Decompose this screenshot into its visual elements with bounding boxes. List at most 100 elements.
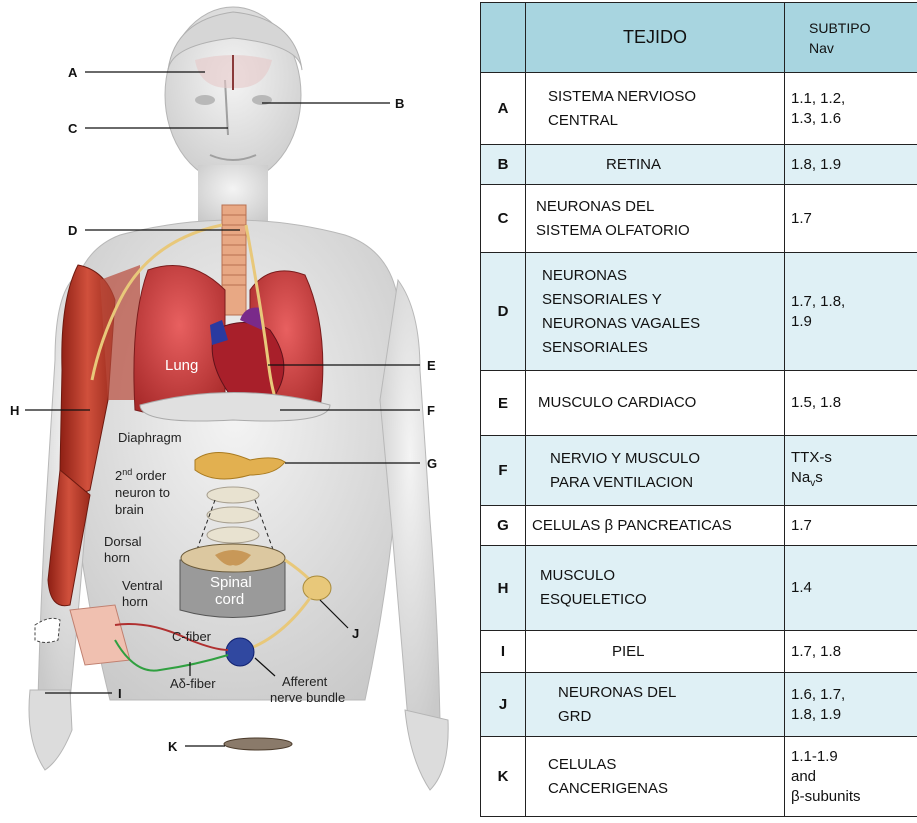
subtype-line: 1.8, 1.9 bbox=[791, 705, 917, 725]
row-subtype: 1.1-1.9 and β-subunits bbox=[785, 737, 917, 817]
cancer-cells bbox=[224, 738, 292, 750]
label-f: F bbox=[427, 403, 435, 418]
tissue-line: CENTRAL bbox=[548, 109, 784, 133]
row-letter: B bbox=[481, 145, 526, 185]
subtype-na: Na bbox=[791, 469, 810, 486]
row-tissue: MUSCULO ESQUELETICO bbox=[526, 546, 785, 631]
row-subtype: TTX-s Navs bbox=[785, 436, 917, 506]
subtype-s: s bbox=[815, 469, 823, 486]
subtype-line: 1.6, 1.7, bbox=[791, 685, 917, 705]
row-letter: D bbox=[481, 253, 526, 371]
ventral-horn-label: Ventral bbox=[122, 578, 163, 593]
tissue-line: RETINA bbox=[606, 153, 784, 177]
tissue-line: ESQUELETICO bbox=[540, 588, 784, 612]
row-tissue: NEURONAS DEL SISTEMA OLFATORIO bbox=[526, 185, 785, 253]
subtype-line: 1.5, 1.8 bbox=[791, 393, 917, 413]
subtype-line: 1.7, 1.8, bbox=[791, 292, 917, 312]
row-subtype: 1.6, 1.7, 1.8, 1.9 bbox=[785, 673, 917, 737]
tissue-line: GRD bbox=[558, 705, 784, 729]
table-row: A SISTEMA NERVIOSO CENTRAL 1.1, 1.2, 1.3… bbox=[481, 73, 917, 145]
tissue-line: MUSCULO CARDIACO bbox=[538, 391, 784, 415]
row-tissue: MUSCULO CARDIACO bbox=[526, 371, 785, 436]
row-tissue: NEURONAS SENSORIALES Y NEURONAS VAGALES … bbox=[526, 253, 785, 371]
header-subtipo-line1: SUBTIPO bbox=[809, 18, 917, 38]
table-row: D NEURONAS SENSORIALES Y NEURONAS VAGALE… bbox=[481, 253, 917, 371]
row-letter: E bbox=[481, 371, 526, 436]
row-letter: H bbox=[481, 546, 526, 631]
row-letter: C bbox=[481, 185, 526, 253]
table-row: I PIEL 1.7, 1.8 bbox=[481, 631, 917, 673]
table-row: E MUSCULO CARDIACO 1.5, 1.8 bbox=[481, 371, 917, 436]
anatomy-figure: A B C D E H F G J I K Lung Diaphragm 2nd… bbox=[0, 0, 470, 823]
subtype-line: Navs bbox=[791, 468, 917, 494]
tissue-line: PARA VENTILACION bbox=[550, 471, 784, 495]
row-subtype: 1.1, 1.2, 1.3, 1.6 bbox=[785, 73, 917, 145]
tissue-line: SENSORIALES Y bbox=[542, 288, 784, 312]
subtype-line: 1.1, 1.2, bbox=[791, 89, 917, 109]
tissue-line: NERVIO Y MUSCULO bbox=[550, 447, 784, 471]
subtype-line: 1.7, 1.8 bbox=[791, 642, 917, 662]
label-j: J bbox=[352, 626, 359, 641]
tissue-line: CANCERIGENAS bbox=[548, 777, 784, 801]
c-fiber-label: C-fiber bbox=[172, 629, 212, 644]
header-subtipo-line2: Nav bbox=[809, 38, 917, 58]
row-tissue: RETINA bbox=[526, 145, 785, 185]
row-tissue: PIEL bbox=[526, 631, 785, 673]
header-subtipo: SUBTIPO Nav bbox=[785, 3, 917, 73]
second-order-label-3: brain bbox=[115, 502, 144, 517]
table-body: A SISTEMA NERVIOSO CENTRAL 1.1, 1.2, 1.3… bbox=[481, 73, 917, 817]
table-row: B RETINA 1.8, 1.9 bbox=[481, 145, 917, 185]
table-row: C NEURONAS DEL SISTEMA OLFATORIO 1.7 bbox=[481, 185, 917, 253]
header-tejido: TEJIDO bbox=[526, 3, 785, 73]
label-b: B bbox=[395, 96, 404, 111]
row-tissue: NEURONAS DEL GRD bbox=[526, 673, 785, 737]
ad-fiber-label: Aδ-fiber bbox=[170, 676, 216, 691]
tissue-line: NEURONAS DEL bbox=[536, 195, 784, 219]
spinal-cord-label: Spinal bbox=[210, 574, 252, 591]
row-letter: I bbox=[481, 631, 526, 673]
label-e: E bbox=[427, 358, 436, 373]
subtype-line: TTX-s bbox=[791, 448, 917, 468]
tissue-line: CELULAS bbox=[548, 753, 784, 777]
subtype-line: β-subunits bbox=[791, 787, 917, 807]
label-k: K bbox=[168, 739, 178, 754]
table-row: K CELULAS CANCERIGENAS 1.1-1.9 and β-sub… bbox=[481, 737, 917, 817]
label-h: H bbox=[10, 403, 19, 418]
table-row: F NERVIO Y MUSCULO PARA VENTILACION TTX-… bbox=[481, 436, 917, 506]
nav-subtype-table: TEJIDO SUBTIPO Nav A SISTEMA NERVIOSO CE… bbox=[480, 2, 915, 817]
row-tissue: NERVIO Y MUSCULO PARA VENTILACION bbox=[526, 436, 785, 506]
tissue-line: CELULAS β PANCREATICAS bbox=[532, 514, 784, 538]
subtype-line: and bbox=[791, 767, 917, 787]
row-letter: K bbox=[481, 737, 526, 817]
table-row: H MUSCULO ESQUELETICO 1.4 bbox=[481, 546, 917, 631]
header-letter bbox=[481, 3, 526, 73]
subtype-line: 1.3, 1.6 bbox=[791, 109, 917, 129]
tissue-table: TEJIDO SUBTIPO Nav A SISTEMA NERVIOSO CE… bbox=[480, 2, 917, 817]
lung-label: Lung bbox=[165, 357, 198, 374]
tissue-line: SISTEMA NERVIOSO bbox=[548, 85, 784, 109]
subtype-line: 1.1-1.9 bbox=[791, 747, 917, 767]
spinal-cord-label-2: cord bbox=[215, 591, 244, 608]
row-subtype: 1.4 bbox=[785, 546, 917, 631]
tissue-line: PIEL bbox=[612, 640, 784, 664]
vertebrae bbox=[207, 487, 259, 543]
row-subtype: 1.8, 1.9 bbox=[785, 145, 917, 185]
row-subtype: 1.7, 1.8 bbox=[785, 631, 917, 673]
afferent-bundle bbox=[226, 638, 254, 666]
row-subtype: 1.7 bbox=[785, 506, 917, 546]
row-subtype: 1.5, 1.8 bbox=[785, 371, 917, 436]
anatomy-illustration: A B C D E H F G J I K Lung Diaphragm 2nd… bbox=[0, 0, 470, 823]
tissue-line: MUSCULO bbox=[540, 564, 784, 588]
tissue-line: NEURONAS VAGALES bbox=[542, 312, 784, 336]
subtype-line: 1.7 bbox=[791, 516, 917, 536]
dorsal-horn-label-2: horn bbox=[104, 550, 130, 565]
ventral-horn-label-2: horn bbox=[122, 594, 148, 609]
row-letter: F bbox=[481, 436, 526, 506]
table-row: J NEURONAS DEL GRD 1.6, 1.7, 1.8, 1.9 bbox=[481, 673, 917, 737]
dorsal-horn-label: Dorsal bbox=[104, 534, 142, 549]
row-tissue: CELULAS β PANCREATICAS bbox=[526, 506, 785, 546]
row-letter: J bbox=[481, 673, 526, 737]
table-row: G CELULAS β PANCREATICAS 1.7 bbox=[481, 506, 917, 546]
label-g: G bbox=[427, 456, 437, 471]
second-order-label-2: neuron to bbox=[115, 485, 170, 500]
